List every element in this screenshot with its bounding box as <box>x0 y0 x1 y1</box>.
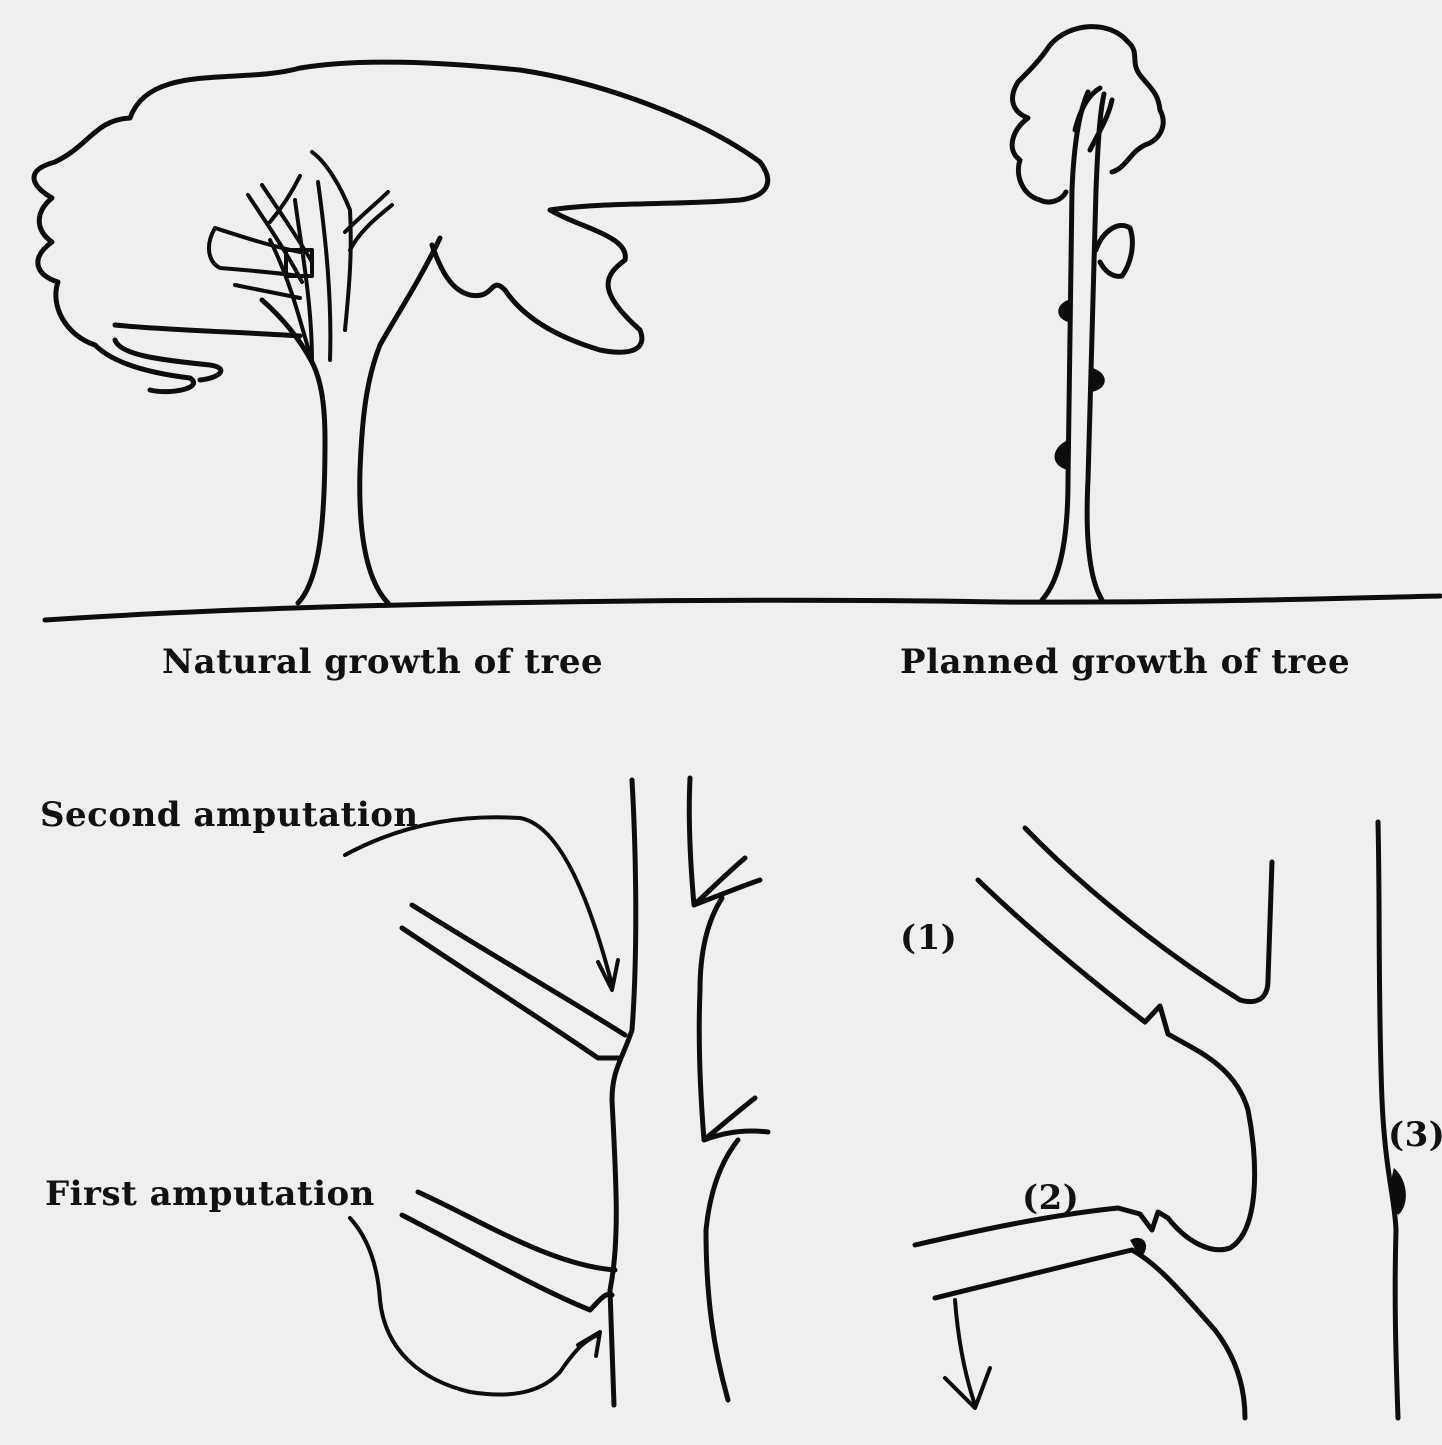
second-amputation-arrow <box>345 817 618 990</box>
lower-branch <box>402 1192 615 1310</box>
planned-tree-crown <box>1012 27 1163 202</box>
second-amputation-label: Second amputation <box>40 795 419 835</box>
cut-branch-lower <box>915 880 1255 1250</box>
ground-line <box>45 596 1440 620</box>
planned-tree-trunk <box>1042 92 1104 600</box>
main-stem-right-edge <box>689 778 768 1400</box>
natural-growth-caption: Natural growth of tree <box>162 642 603 682</box>
planned-tree-pruned-stub-2 <box>1092 368 1105 392</box>
falling-limb-arrow <box>945 1300 990 1408</box>
first-amputation-arrow <box>350 1218 600 1395</box>
cut-sequence-diagram <box>915 822 1406 1418</box>
natural-tree-crown <box>34 62 768 392</box>
cut-step-2-label: (2) <box>1022 1178 1079 1218</box>
planned-tree-side-tuft <box>1096 225 1132 276</box>
planned-tree-pruned-stub-1 <box>1058 300 1068 322</box>
first-amputation-label: First amputation <box>45 1174 375 1214</box>
natural-tree <box>34 62 768 603</box>
cut-step-1-label: (1) <box>900 918 957 958</box>
cut-branch-upper <box>1025 828 1272 1002</box>
planned-tree-pruned-stub-3 <box>1055 440 1069 470</box>
amputation-diagram <box>345 778 768 1405</box>
planned-tree <box>1012 27 1163 600</box>
main-stem-left-edge <box>610 780 636 1405</box>
upper-branch <box>402 905 625 1058</box>
natural-tree-left-bough <box>115 325 300 380</box>
planned-growth-caption: Planned growth of tree <box>900 642 1350 682</box>
cut-step-3-label: (3) <box>1388 1115 1442 1155</box>
natural-tree-trunk <box>262 238 440 603</box>
